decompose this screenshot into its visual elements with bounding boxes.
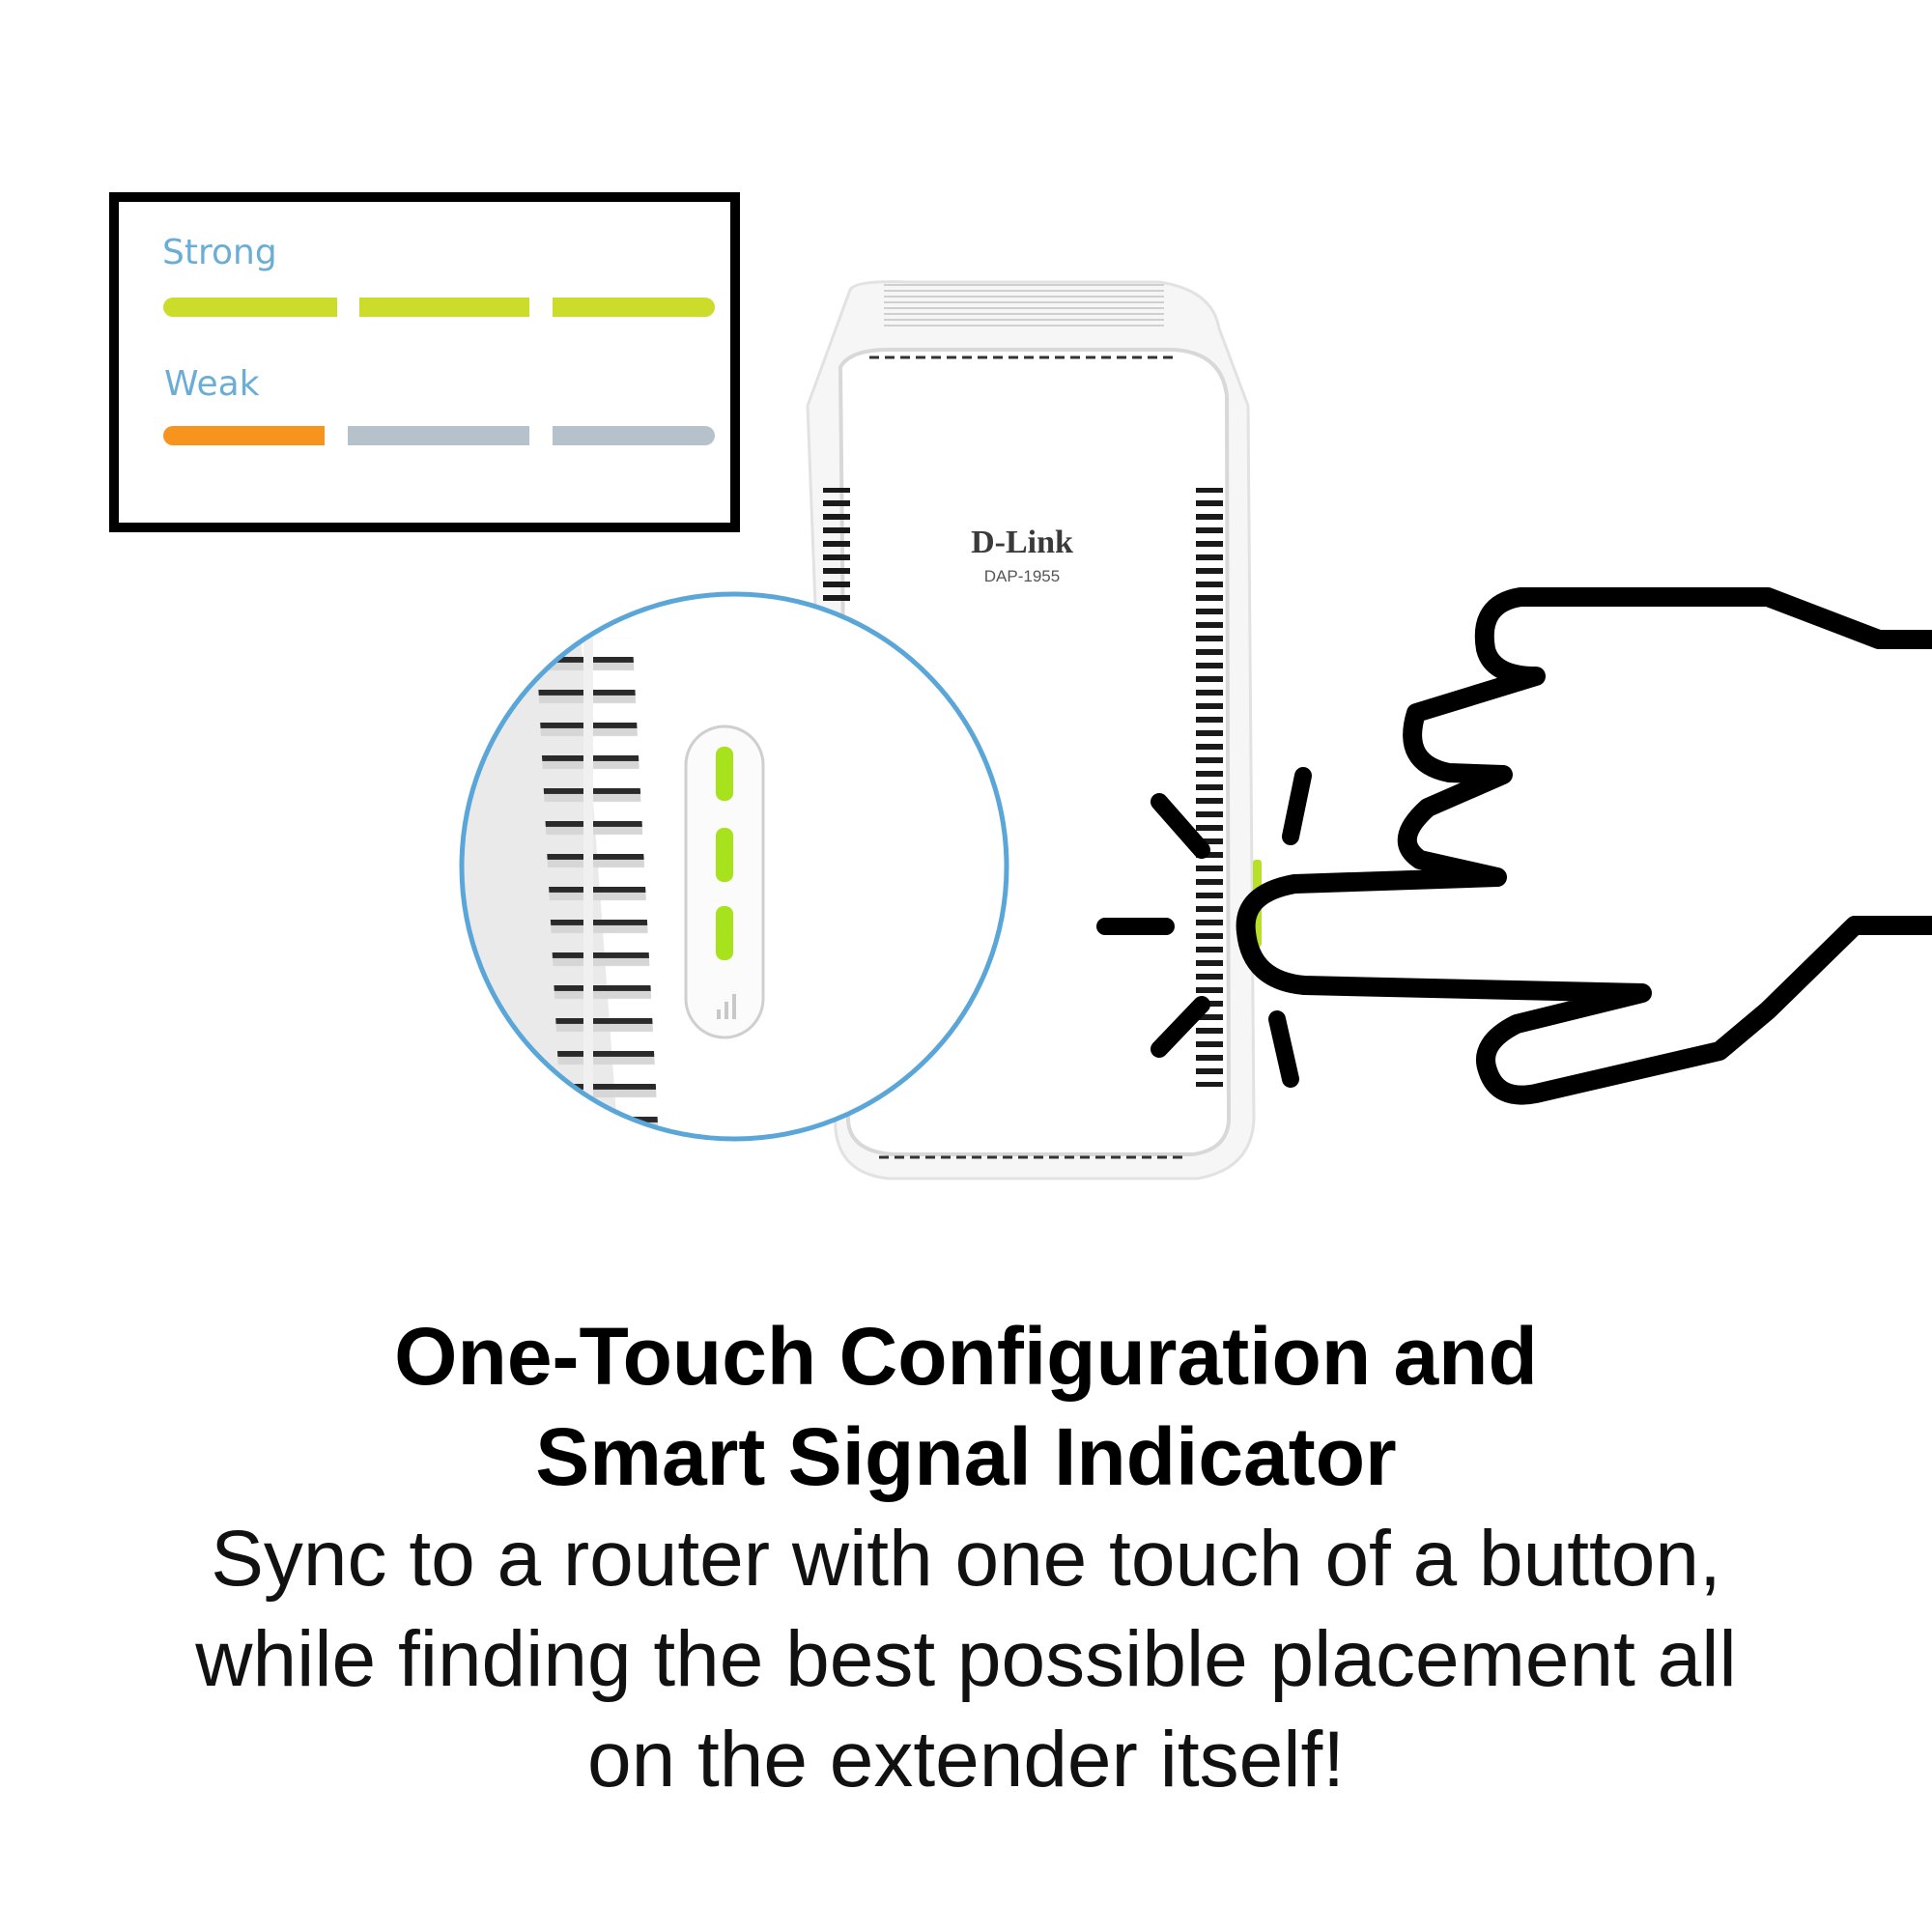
- signal-led-1: [716, 747, 733, 801]
- signal-led-2: [716, 828, 733, 882]
- model-label: DAP-1955: [984, 567, 1060, 585]
- weak-bar-2: [348, 426, 529, 445]
- weak-label: Weak: [164, 364, 260, 404]
- body-line-2: while finding the best possible placemen…: [195, 1615, 1737, 1703]
- strong-label: Strong: [162, 233, 277, 272]
- body-line-3: on the extender itself!: [586, 1716, 1346, 1804]
- weak-bar-1: [163, 426, 325, 445]
- weak-bar-3: [553, 426, 715, 445]
- magnifier: [459, 591, 1009, 1142]
- hand-pressing-icon: [1236, 587, 1932, 1105]
- body-line-1: Sync to a router with one touch of a but…: [211, 1515, 1721, 1603]
- strong-bar-1: [163, 298, 337, 317]
- strong-bar-2: [359, 298, 529, 317]
- press-burst-icon: [1096, 767, 1312, 1088]
- signal-legend: Strong Weak: [109, 192, 740, 532]
- headline-line-1: One-Touch Configuration and: [394, 1311, 1538, 1402]
- signal-led-3: [716, 906, 733, 960]
- brand-logo: D-Link: [971, 525, 1073, 560]
- signal-bars-icon: [717, 994, 736, 1019]
- headline-line-2: Smart Signal Indicator: [535, 1411, 1397, 1502]
- strong-bar-3: [553, 298, 715, 317]
